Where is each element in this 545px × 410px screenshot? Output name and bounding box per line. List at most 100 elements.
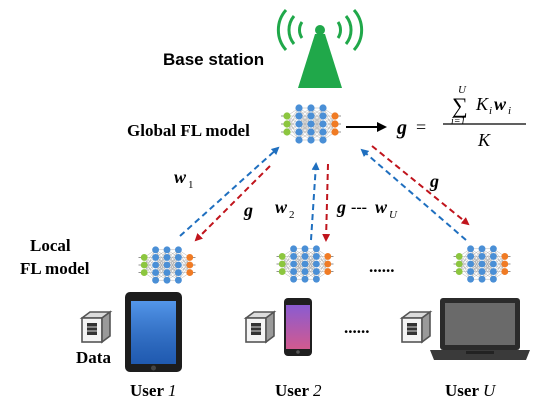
neuron xyxy=(455,252,463,260)
arrow-label-dots: --- xyxy=(351,199,367,216)
neuron xyxy=(163,269,171,277)
neuron xyxy=(174,269,182,277)
formula-sum-symbol: ∑ xyxy=(452,93,468,118)
arrow-label-wU-sub: U xyxy=(389,209,398,221)
neuron xyxy=(152,269,160,277)
download-arrow-user1 xyxy=(194,165,271,242)
neuron xyxy=(307,104,315,112)
neuron xyxy=(312,275,320,283)
neuron xyxy=(290,275,298,283)
neuron xyxy=(152,253,160,261)
neuron xyxy=(301,260,309,268)
neuron xyxy=(319,104,327,112)
neuron xyxy=(489,245,497,253)
neuron xyxy=(478,245,486,253)
upload-arrow-user1 xyxy=(179,146,280,237)
arrow-label-w2: w xyxy=(275,197,288,217)
neuron xyxy=(331,128,339,136)
user1-label: User 1 xyxy=(130,381,176,400)
neuron xyxy=(301,252,309,260)
data-label: Data xyxy=(76,348,111,367)
local-model-label-line1: Local xyxy=(30,236,71,255)
local-model-label-line2: FL model xyxy=(20,259,90,278)
base-station-label: Base station xyxy=(163,50,264,69)
arrow-label-w1: w xyxy=(174,167,187,187)
neuron xyxy=(467,268,475,276)
formula-term-K-sub: i xyxy=(489,105,492,117)
arrow-label-w2-sub: 2 xyxy=(289,209,295,221)
neuron xyxy=(319,120,327,128)
neuron xyxy=(324,268,332,276)
neuron xyxy=(283,128,291,136)
neuron xyxy=(152,261,160,269)
userU-label: User U xyxy=(445,381,497,400)
neuron xyxy=(152,276,160,284)
neuron xyxy=(467,252,475,260)
formula-term-w: w xyxy=(494,94,507,114)
server-icon-user1 xyxy=(79,310,113,344)
neuron xyxy=(324,252,332,260)
smartphone-icon xyxy=(284,298,312,356)
formula-sum-bottom: i=1 xyxy=(451,116,466,127)
neuron xyxy=(283,120,291,128)
server-icon-group xyxy=(79,310,433,344)
arrow-label-g2: g xyxy=(336,197,346,217)
neuron xyxy=(331,112,339,120)
local-model-network-user2 xyxy=(276,245,334,283)
arrow-label-g1: g xyxy=(243,200,253,220)
neuron xyxy=(319,128,327,136)
neuron xyxy=(478,252,486,260)
neuron xyxy=(455,260,463,268)
arrow-label-gU: g xyxy=(429,171,439,191)
formula-lhs: g xyxy=(396,117,407,139)
neuron xyxy=(295,136,303,144)
neuron xyxy=(186,261,194,269)
formula-term-w-sub: i xyxy=(508,105,511,117)
formula-term-K: K xyxy=(475,94,489,114)
neuron xyxy=(174,253,182,261)
neuron xyxy=(278,268,286,276)
neuron xyxy=(501,252,509,260)
neuron xyxy=(478,260,486,268)
neuron xyxy=(301,245,309,253)
neuron xyxy=(467,275,475,283)
neuron xyxy=(140,261,148,269)
upload-arrow-user2 xyxy=(310,162,320,241)
neuron xyxy=(312,245,320,253)
formula-denominator: K xyxy=(477,130,491,150)
neuron xyxy=(319,136,327,144)
neuron xyxy=(301,275,309,283)
neuron xyxy=(163,276,171,284)
aggregation-formula: g = U ∑ i=1 K i w i K xyxy=(396,84,526,150)
neuron xyxy=(283,112,291,120)
neuron xyxy=(489,275,497,283)
neuron xyxy=(489,260,497,268)
arrow-label-w1-sub: 1 xyxy=(188,179,194,191)
neuron xyxy=(489,268,497,276)
upload-arrow-userU xyxy=(360,148,467,241)
neuron xyxy=(501,260,509,268)
download-arrow-userU xyxy=(371,145,470,226)
neuron xyxy=(152,246,160,254)
neural-network-group xyxy=(138,104,511,284)
tablet-icon xyxy=(125,292,182,372)
neuron xyxy=(140,253,148,261)
neuron xyxy=(478,268,486,276)
neuron xyxy=(455,268,463,276)
download-arrow-user2 xyxy=(322,163,331,242)
local-model-network-user1 xyxy=(138,246,196,284)
neuron xyxy=(174,246,182,254)
neuron xyxy=(307,128,315,136)
neuron xyxy=(324,260,332,268)
formula-sum-top: U xyxy=(458,84,467,96)
neuron xyxy=(140,269,148,277)
server-icon-userU xyxy=(399,310,433,344)
ellipsis-devices: ...... xyxy=(344,318,370,337)
neuron xyxy=(478,275,486,283)
neuron xyxy=(163,253,171,261)
neuron xyxy=(295,120,303,128)
neuron xyxy=(174,276,182,284)
user2-label: User 2 xyxy=(275,381,322,400)
